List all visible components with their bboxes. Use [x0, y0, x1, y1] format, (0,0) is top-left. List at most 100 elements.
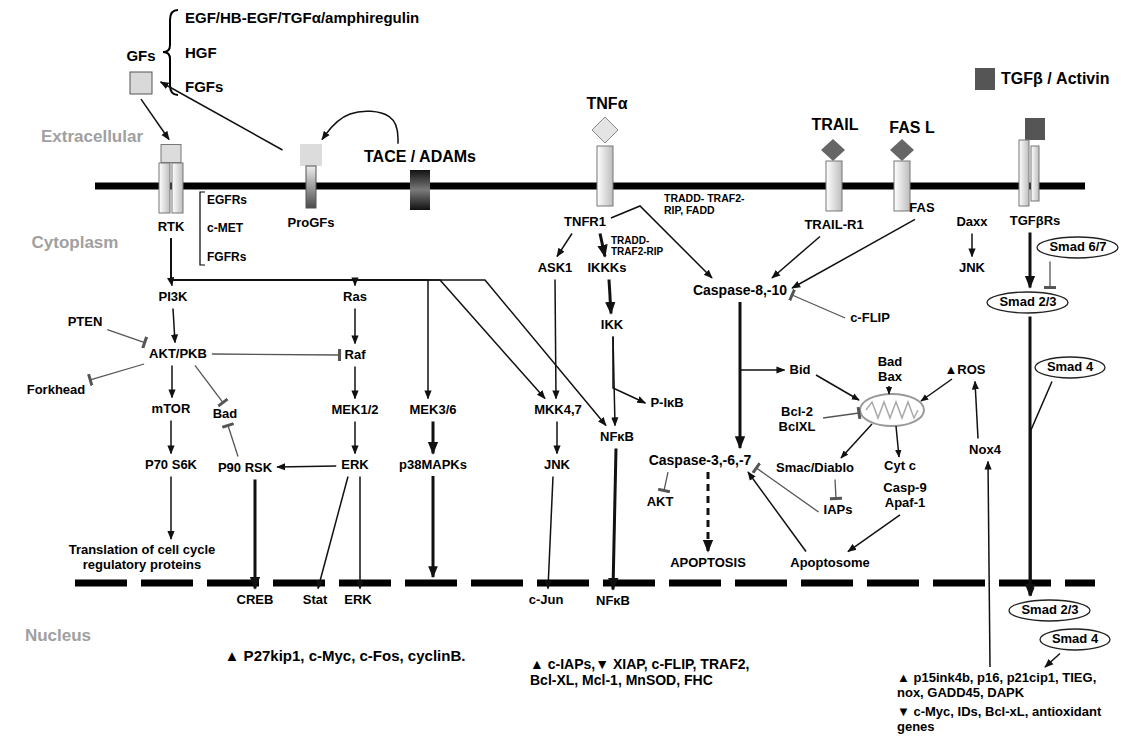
node-text: Smad 6/7: [1049, 240, 1106, 255]
gene-list: ▼ c-Myc, IDs, Bcl-xL, antioxidant genes: [895, 704, 1127, 736]
activation-arrow: [613, 336, 645, 403]
receptor-tyrosine-kinase: RTK: [154, 143, 188, 236]
rtk-icon: [156, 144, 186, 220]
cytc-release-arrow: [896, 426, 899, 457]
receptor-label: TRAIL-R1: [802, 217, 865, 234]
ellipse-shape: [1009, 600, 1090, 621]
smad-ellipse: Smad 2/3: [1008, 599, 1091, 622]
node-text: MKK4,7: [534, 403, 582, 418]
pathway-node: Stat: [301, 592, 330, 609]
node-text: FAS: [909, 201, 934, 216]
pathway-node: NFκB: [594, 593, 632, 610]
activation-arrow: [171, 238, 355, 285]
activation-arrow: [975, 381, 978, 438]
activation-arrow: [359, 476, 361, 588]
node-text: APOPTOSIS: [670, 556, 746, 571]
node-text: ▲ROS: [944, 363, 985, 378]
node-text: CREB: [237, 593, 274, 608]
pathway-node: MKK4,7: [532, 402, 584, 419]
node-text: TGFβRs: [1010, 214, 1061, 229]
node-text: ▲ c-IAPs,▼ XIAP, c-FLIP, TRAF2, Bcl-XL, …: [530, 656, 750, 688]
activation-arrow: [171, 238, 606, 425]
node-text: IKK: [601, 318, 623, 333]
ligand-name: FGFs: [185, 78, 223, 95]
activation-arrow: [171, 365, 173, 397]
activation-arrow: [318, 476, 348, 588]
ligand-name: TNFα: [587, 95, 628, 113]
ligand-name: TRAIL: [811, 116, 858, 134]
ellipse-shape: [1037, 237, 1118, 258]
receptor-chain: [159, 163, 170, 213]
pathway-node: c-FLIP: [848, 310, 892, 327]
fas-receptor: [894, 161, 910, 211]
receptor-chain: [172, 163, 183, 213]
activation-arrow: [557, 233, 572, 256]
dashed-arrow: [707, 472, 710, 551]
tace-bar: [410, 170, 430, 210]
inhibition-line: [792, 295, 845, 318]
node-text: mTOR: [152, 402, 191, 417]
progf-square: [300, 144, 322, 166]
pathway-node: Bad Bax: [873, 354, 907, 386]
activation-arrow: [1045, 653, 1060, 667]
region-label: Cytoplasm: [32, 233, 119, 253]
ros-arrow: [921, 379, 952, 401]
node-text: AKT: [647, 495, 674, 510]
node-text: ▲ P27kip1, c-Myc, c-Fos, cyclinB.: [225, 647, 466, 664]
progf-stalk: [306, 166, 316, 208]
node-text: Bid: [790, 363, 811, 378]
node-text: ERK: [341, 458, 368, 473]
brace: [163, 10, 178, 95]
node-text: Smad 4: [1052, 632, 1098, 647]
node-text: Casp-9 Apaf-1: [882, 481, 928, 511]
pathway-node: P-IκB: [648, 395, 685, 412]
pathway-node: Ras: [341, 289, 369, 306]
activation-arrow: [322, 111, 398, 144]
tgfb-receptor: [1031, 146, 1039, 201]
node-text: Caspase-8,-10: [693, 282, 787, 298]
node-text: PI3K: [159, 290, 188, 305]
node-text: Smac/Diablo: [776, 461, 854, 476]
pathway-node: IAPs: [822, 502, 855, 519]
pathway-node: Raf: [343, 347, 368, 364]
pathway-node: PTEN: [66, 314, 105, 331]
activation-arrow: [848, 515, 900, 552]
node-text: P90 RSK: [218, 461, 272, 476]
pathway-node: Nox4: [967, 442, 1003, 459]
node-text: Ras: [343, 290, 367, 305]
trail-ligand: [821, 139, 845, 161]
inhibition-line: [228, 425, 238, 456]
pathway-node: Daxx: [954, 214, 989, 231]
node-text: ERK: [344, 593, 371, 608]
node-text: c-FLIP: [850, 311, 890, 326]
inhibition-line: [664, 472, 668, 490]
tnf-ligand: [592, 117, 618, 143]
activation-arrow: [609, 279, 611, 313]
node-text: MEK1/2: [332, 403, 379, 418]
smad-ellipse: Smad 4: [1039, 628, 1111, 651]
activation-arrow: [556, 421, 558, 453]
plasma-membrane: [95, 183, 1085, 190]
ligand-square: [161, 144, 181, 162]
p38-arrow: [432, 476, 435, 577]
pathway-node: Bcl-2 BclXL: [774, 404, 820, 436]
legend-item: TGFβ / Activin: [975, 68, 1109, 90]
activation-arrow: [171, 238, 545, 398]
smad-ellipse: Smad 2/3: [986, 291, 1069, 314]
node-text: IKKKs: [587, 261, 626, 276]
activation-arrow: [171, 238, 428, 398]
node-text: Translation of cell cycle regulatory pro…: [55, 543, 230, 573]
pathway-node: APOPTOSIS: [668, 555, 748, 572]
region-label: Extracellular: [41, 127, 143, 147]
tgfb-receptor: [1019, 140, 1029, 206]
pathway-node: Cyt c: [882, 458, 918, 475]
node-text: Smad 4: [1047, 360, 1093, 375]
pathway-node: c-Jun: [527, 592, 566, 609]
pathway-node: MEK1/2: [330, 402, 381, 419]
pathway-node: JNK: [957, 260, 987, 277]
tace-icon: [409, 166, 431, 212]
activation-arrow: [277, 466, 336, 467]
ligand-square: [130, 72, 152, 94]
node-text: NFκB: [596, 594, 630, 609]
